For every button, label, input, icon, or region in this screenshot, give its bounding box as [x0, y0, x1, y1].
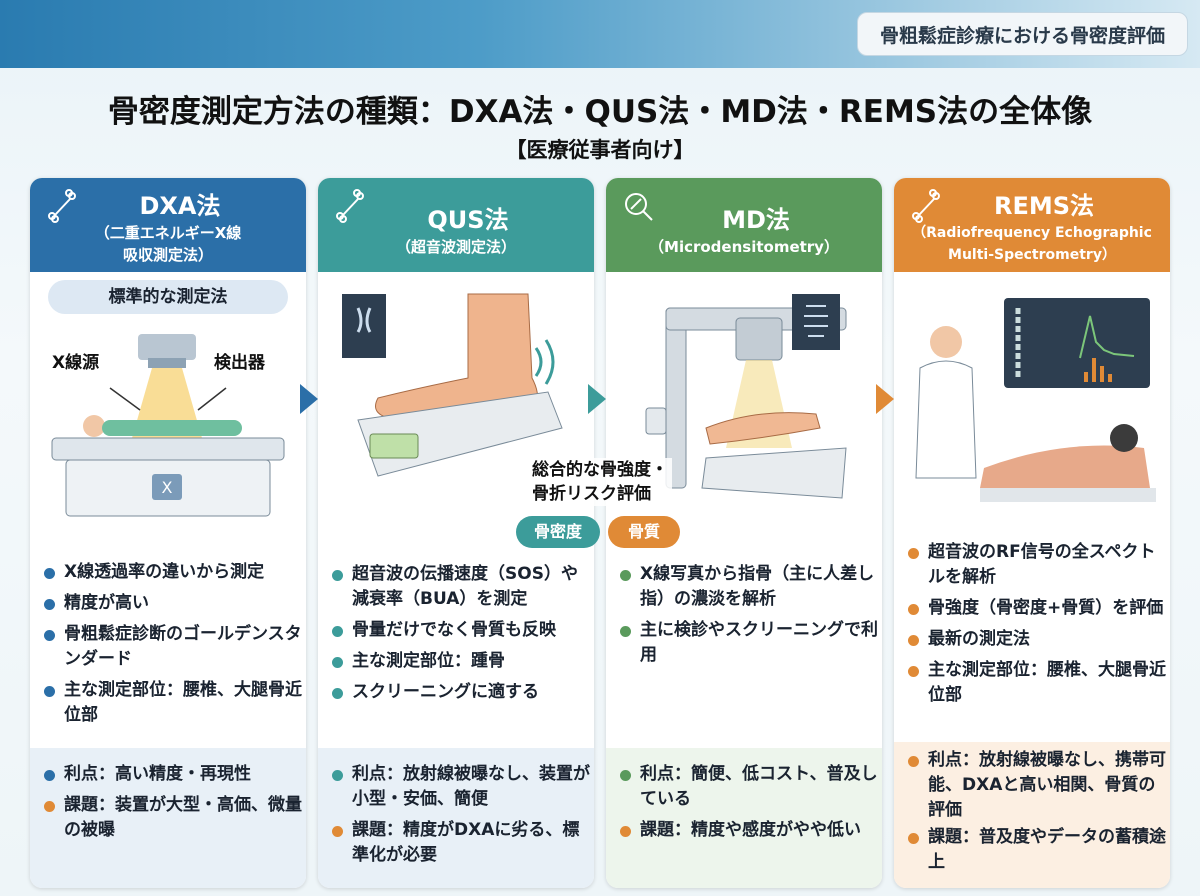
issue-item: 課題：精度がDXAに劣る、標準化が必要 [328, 818, 590, 868]
card-qus-footer: 利点：放射線被曝なし、装置が小型・安価、簡便 課題：精度がDXAに劣る、標準化が… [318, 748, 594, 888]
bone-icon [48, 189, 76, 223]
issue-item: 課題：普及度やデータの蓄積途上 [904, 825, 1166, 875]
qus-heel-scanner-illustration [342, 293, 563, 477]
merit-item: 利点：放射線被曝なし、携帯可能、DXAと高い相関、骨質の評価 [904, 748, 1166, 823]
card-md-header: MD法 （Microdensitometry） [606, 178, 882, 272]
card-qus-pros-cons: 利点：放射線被曝なし、装置が小型・安価、簡便 課題：精度がDXAに劣る、標準化が… [328, 762, 590, 868]
issue-item: 課題：装置が大型・高価、微量の被曝 [40, 793, 302, 843]
merit-item: 利点：放射線被曝なし、装置が小型・安価、簡便 [328, 762, 590, 812]
category-tag: 骨粗鬆症診療における骨密度評価 [856, 12, 1188, 56]
list-item: X線透過率の違いから測定 [40, 560, 302, 585]
merit-item: 利点：高い精度・再現性 [40, 762, 302, 787]
bone-density-badge: 骨密度 [516, 516, 600, 548]
dxa-scanner-illustration: X [51, 334, 285, 517]
page-subtitle: 【医療従事者向け】 [505, 138, 695, 162]
card-dxa-pros-cons: 利点：高い精度・再現性 課題：装置が大型・高価、微量の被曝 [40, 762, 302, 843]
list-item: X線写真から指骨（主に人差し指）の濃淡を解析 [616, 562, 878, 612]
magnifier-bone-icon [625, 193, 653, 221]
md-xray-hand-illustration [645, 294, 847, 499]
list-item: 骨強度（骨密度+骨質）を評価 [904, 596, 1166, 621]
caption-line-2: 骨折リスク評価 [532, 484, 651, 504]
card-md-footer: 利点：簡便、低コスト、普及している 課題：精度や感度がやや低い [606, 748, 882, 888]
overall-assessment-caption: 総合的な骨強度・ 骨折リスク評価 [528, 458, 672, 506]
card-rems-subtitle-1: （Radiofrequency Echographic [912, 225, 1152, 241]
card-rems-header: REMS法 （Radiofrequency Echographic Multi-… [894, 178, 1170, 272]
rems-ultrasound-illustration [915, 298, 1156, 502]
list-item: スクリーニングに適する [328, 680, 590, 705]
card-md-subtitle: （Microdensitometry） [649, 238, 839, 256]
detector-label: 検出器 [214, 353, 265, 373]
card-rems-name: REMS法 [993, 192, 1095, 220]
list-item: 主な測定部位：踵骨 [328, 649, 590, 674]
card-qus-subtitle: （超音波測定法） [395, 238, 516, 256]
xray-source-label: X線源 [52, 353, 100, 373]
card-rems: REMS法 （Radiofrequency Echographic Multi-… [894, 178, 1170, 888]
card-rems-bullets: 超音波のRF信号の全スペクトルを解析 骨強度（骨密度+骨質）を評価 最新の測定法… [904, 540, 1166, 714]
list-item: 精度が高い [40, 591, 302, 616]
issue-item: 課題：精度や感度がやや低い [616, 818, 878, 843]
arrow-right-icon [588, 384, 606, 414]
card-rems-subtitle-2: Multi-Spectrometry） [948, 247, 1116, 263]
list-item: 超音波の伝播速度（SOS）や減衰率（BUA）を測定 [328, 562, 590, 612]
card-qus-bullets: 超音波の伝播速度（SOS）や減衰率（BUA）を測定 骨量だけでなく骨質も反映 主… [328, 562, 590, 711]
card-qus-header: QUS法 （超音波測定法） [318, 178, 594, 272]
list-item: 主な測定部位：腰椎、大腿骨近位部 [904, 658, 1166, 708]
card-md-pros-cons: 利点：簡便、低コスト、普及している 課題：精度や感度がやや低い [616, 762, 878, 843]
svg-text:X: X [162, 478, 173, 497]
card-dxa-subtitle-2: 吸収測定法） [122, 246, 213, 264]
bone-icon [912, 189, 940, 223]
page-title: 骨密度測定方法の種類：DXA法・QUS法・MD法・REMS法の全体像 [107, 94, 1093, 130]
list-item: 骨粗鬆症診断のゴールデンスタンダード [40, 622, 302, 672]
card-md-name: MD法 [722, 206, 790, 234]
card-dxa: DXA法 （二重エネルギーX線 吸収測定法） 標準的な測定法 X線源 検出器 X… [30, 178, 306, 888]
card-md-bullets: X線写真から指骨（主に人差し指）の濃淡を解析 主に検診やスクリーニングで利用 [616, 562, 878, 674]
card-qus-name: QUS法 [427, 206, 509, 234]
list-item: 主な測定部位：腰椎、大腿骨近位部 [40, 678, 302, 728]
card-rems-pros-cons: 利点：放射線被曝なし、携帯可能、DXAと高い相関、骨質の評価 課題：普及度やデー… [904, 748, 1166, 875]
card-rems-footer: 利点：放射線被曝なし、携帯可能、DXAと高い相関、骨質の評価 課題：普及度やデー… [894, 742, 1170, 888]
card-dxa-footer: 利点：高い精度・再現性 課題：装置が大型・高価、微量の被曝 [30, 748, 306, 888]
bone-icon [336, 189, 364, 223]
card-dxa-header: DXA法 （二重エネルギーX線 吸収測定法） [30, 178, 306, 272]
card-dxa-subtitle-1: （二重エネルギーX線 [94, 224, 242, 242]
card-qus: QUS法 （超音波測定法） 超音波の伝播速度（SOS）や減衰率（BUA）を測定 … [318, 178, 594, 888]
arrow-right-icon [300, 384, 318, 414]
standard-method-pill: 標準的な測定法 [48, 280, 288, 314]
list-item: 骨量だけでなく骨質も反映 [328, 618, 590, 643]
merit-item: 利点：簡便、低コスト、普及している [616, 762, 878, 812]
list-item: 主に検診やスクリーニングで利用 [616, 618, 878, 668]
card-dxa-name: DXA法 [139, 192, 221, 220]
list-item: 最新の測定法 [904, 627, 1166, 652]
arrow-right-icon [876, 384, 894, 414]
card-dxa-bullets: X線透過率の違いから測定 精度が高い 骨粗鬆症診断のゴールデンスタンダード 主な… [40, 560, 302, 734]
bone-quality-badge: 骨質 [608, 516, 680, 548]
list-item: 超音波のRF信号の全スペクトルを解析 [904, 540, 1166, 590]
caption-line-1: 総合的な骨強度・ [532, 460, 668, 480]
